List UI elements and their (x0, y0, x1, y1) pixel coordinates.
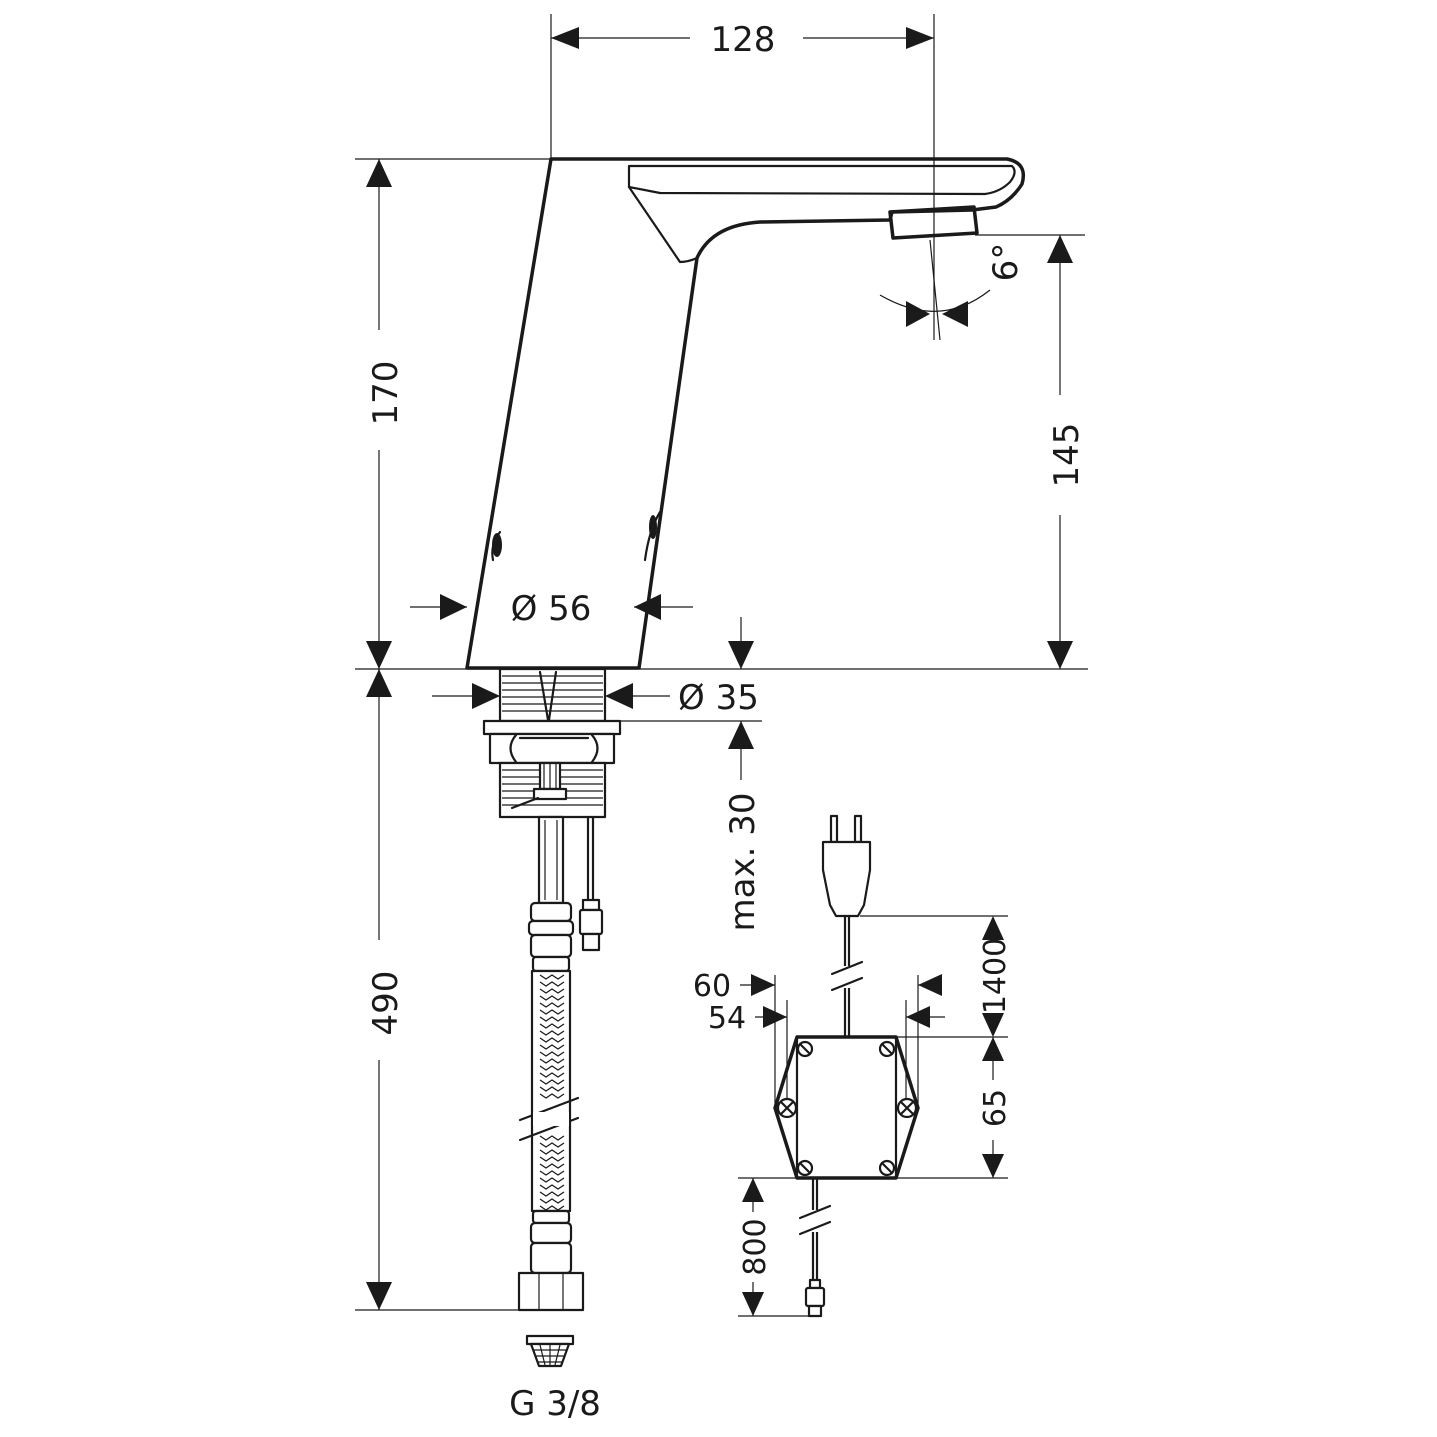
dim-box-height: 65 (978, 1089, 1013, 1127)
faucet-body (465, 157, 1026, 670)
dim-box-width-inner: 54 (708, 1001, 746, 1036)
dim-connection-thread: G 3/8 (509, 1384, 601, 1424)
mounting-shank (482, 667, 622, 819)
dim-outlet-height: 145 (1047, 423, 1087, 488)
control-box (773, 814, 920, 1318)
dim-spout-reach: 128 (711, 20, 776, 60)
dim-body-diameter: Ø 56 (511, 589, 592, 629)
supply-hose (517, 815, 585, 1368)
dim-shank-diameter: Ø 35 (678, 678, 759, 718)
dimension-labels: 128 170 145 6° Ø 56 Ø 35 max. 30 490 G 3… (366, 20, 1087, 1424)
dim-box-width-outer: 60 (693, 969, 731, 1004)
dimension-lines (355, 14, 1088, 1317)
dim-spout-angle: 6° (986, 243, 1026, 282)
dim-max-countertop: max. 30 (723, 793, 763, 932)
sensor-cable (578, 815, 604, 952)
dim-hose-length: 490 (366, 971, 406, 1036)
dim-total-height: 170 (366, 361, 406, 426)
dim-sensor-cable-length: 800 (738, 1218, 773, 1275)
dim-power-cable-length: 1400 (978, 938, 1013, 1014)
